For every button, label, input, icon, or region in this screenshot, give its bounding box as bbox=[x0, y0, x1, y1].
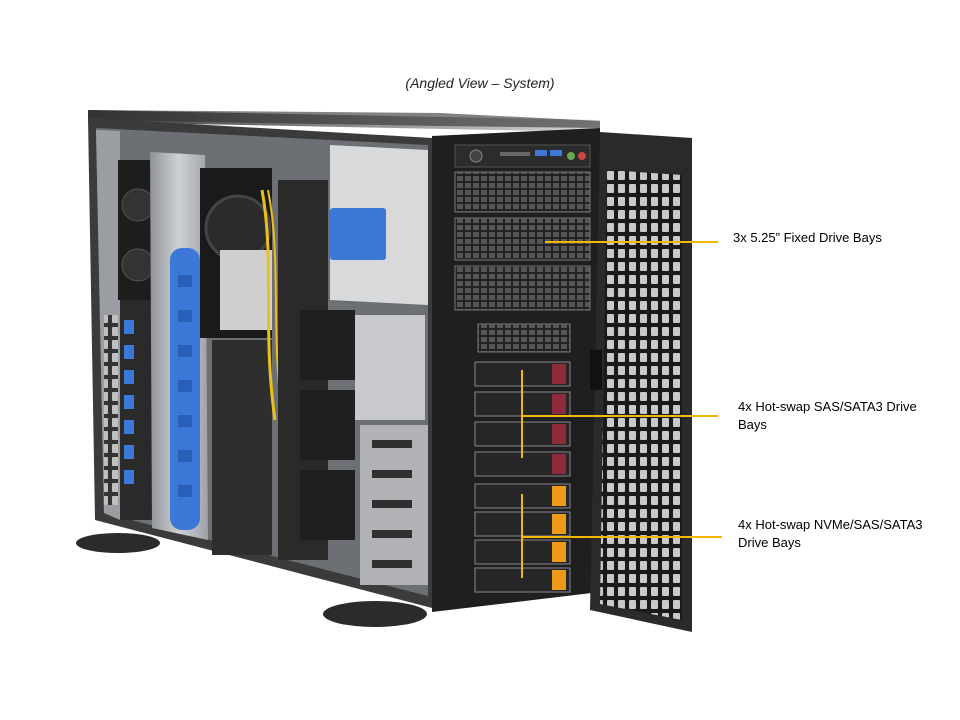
callout-line-2: Bays bbox=[738, 417, 767, 432]
chassis-side-open bbox=[88, 110, 600, 608]
chassis-feet bbox=[76, 533, 427, 627]
image-caption: (Angled View – System) bbox=[405, 75, 555, 91]
front-door-open bbox=[590, 132, 692, 632]
callout-line-1: 4x Hot-swap SAS/SATA3 Drive bbox=[738, 399, 917, 414]
callout-nvme-bays: 4x Hot-swap NVMe/SAS/SATA3 Drive Bays bbox=[738, 516, 948, 552]
fixed-drive-bays bbox=[454, 171, 591, 311]
callout-lines bbox=[521, 241, 722, 578]
chassis-front-panel bbox=[432, 128, 600, 612]
callout-line-2: Drive Bays bbox=[738, 535, 801, 550]
callout-fixed-drive-bays: 3x 5.25” Fixed Drive Bays bbox=[733, 229, 943, 247]
callout-line-1: 3x 5.25” Fixed Drive Bays bbox=[733, 230, 882, 245]
callout-line-1: 4x Hot-swap NVMe/SAS/SATA3 bbox=[738, 517, 923, 532]
callout-sas-sata-bays: 4x Hot-swap SAS/SATA3 Drive Bays bbox=[738, 398, 948, 434]
